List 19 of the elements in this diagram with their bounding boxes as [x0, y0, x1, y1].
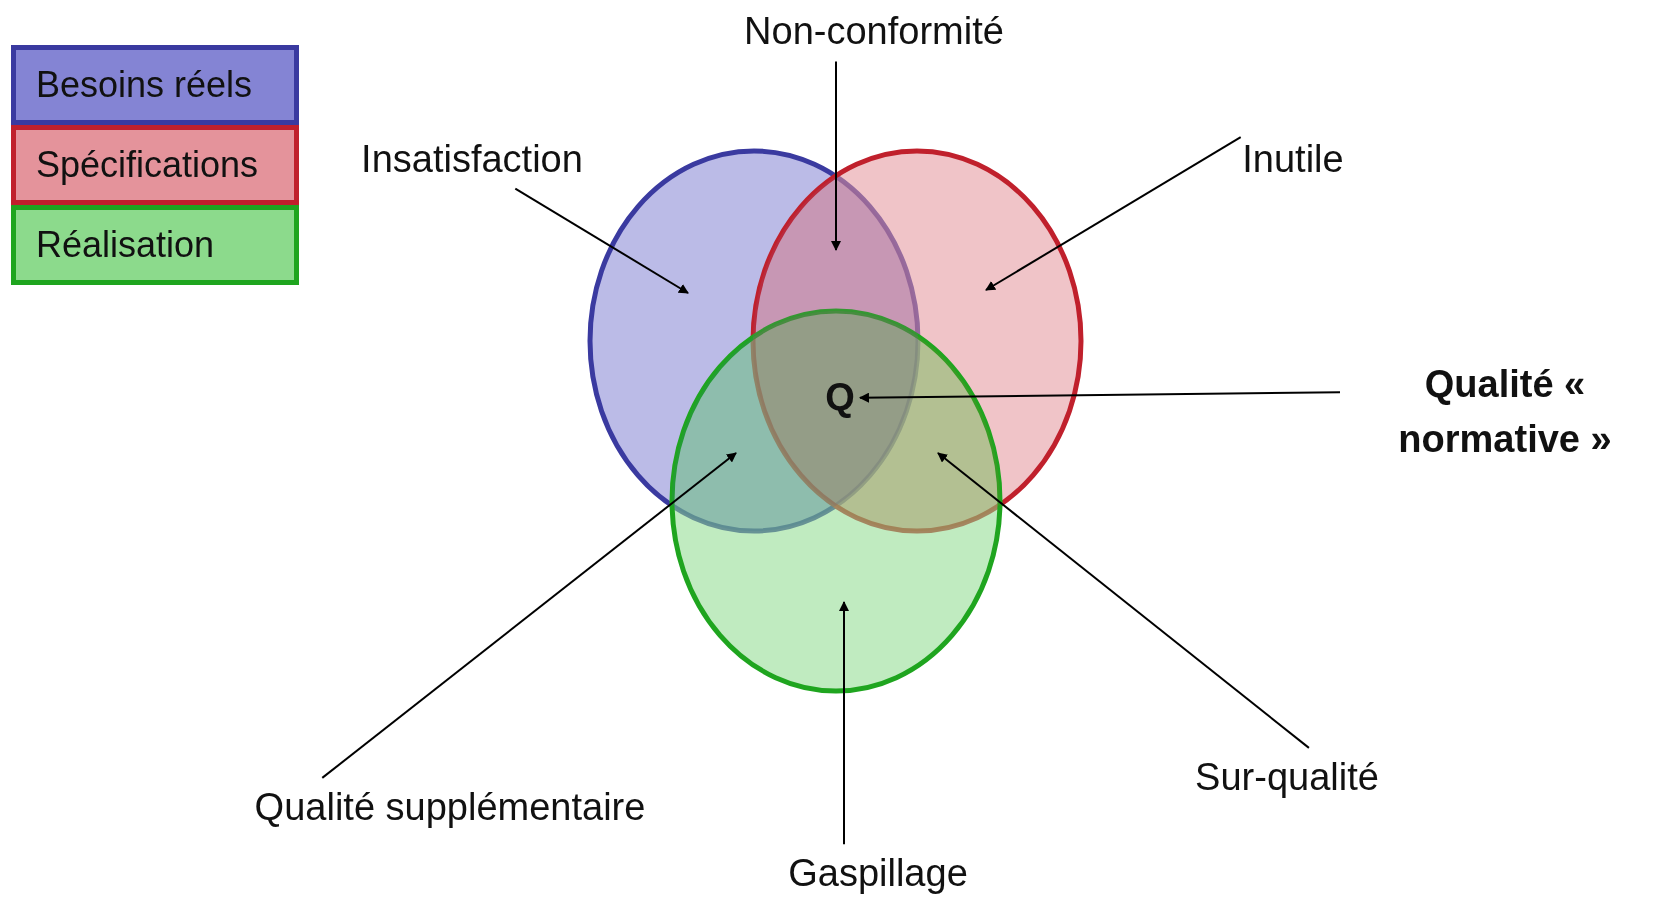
callout-label: Gaspillage — [788, 846, 968, 902]
leader-arrow — [831, 60, 841, 251]
legend-label: Besoins réels — [36, 64, 253, 106]
leader-arrow — [839, 601, 849, 846]
overlap-region — [753, 311, 1000, 531]
leader-arrow — [937, 452, 1310, 749]
legend-label: Spécifications — [36, 144, 259, 186]
leader-arrow — [514, 187, 689, 294]
leader-arrow — [858, 391, 1341, 403]
callout-label: Qualité « normative » — [1345, 356, 1665, 468]
callout-label: Insatisfaction — [361, 132, 583, 188]
legend-label: Réalisation — [36, 224, 215, 266]
region-label: Q — [825, 370, 855, 426]
callout-label: Qualité supplémentaire — [230, 780, 670, 836]
leader-arrow — [985, 136, 1242, 291]
callout-label: Non-conformité — [744, 4, 1004, 60]
callout-label: Sur-qualité — [1195, 750, 1379, 806]
leader-arrow — [321, 452, 737, 779]
callout-label: Inutile — [1242, 132, 1344, 188]
